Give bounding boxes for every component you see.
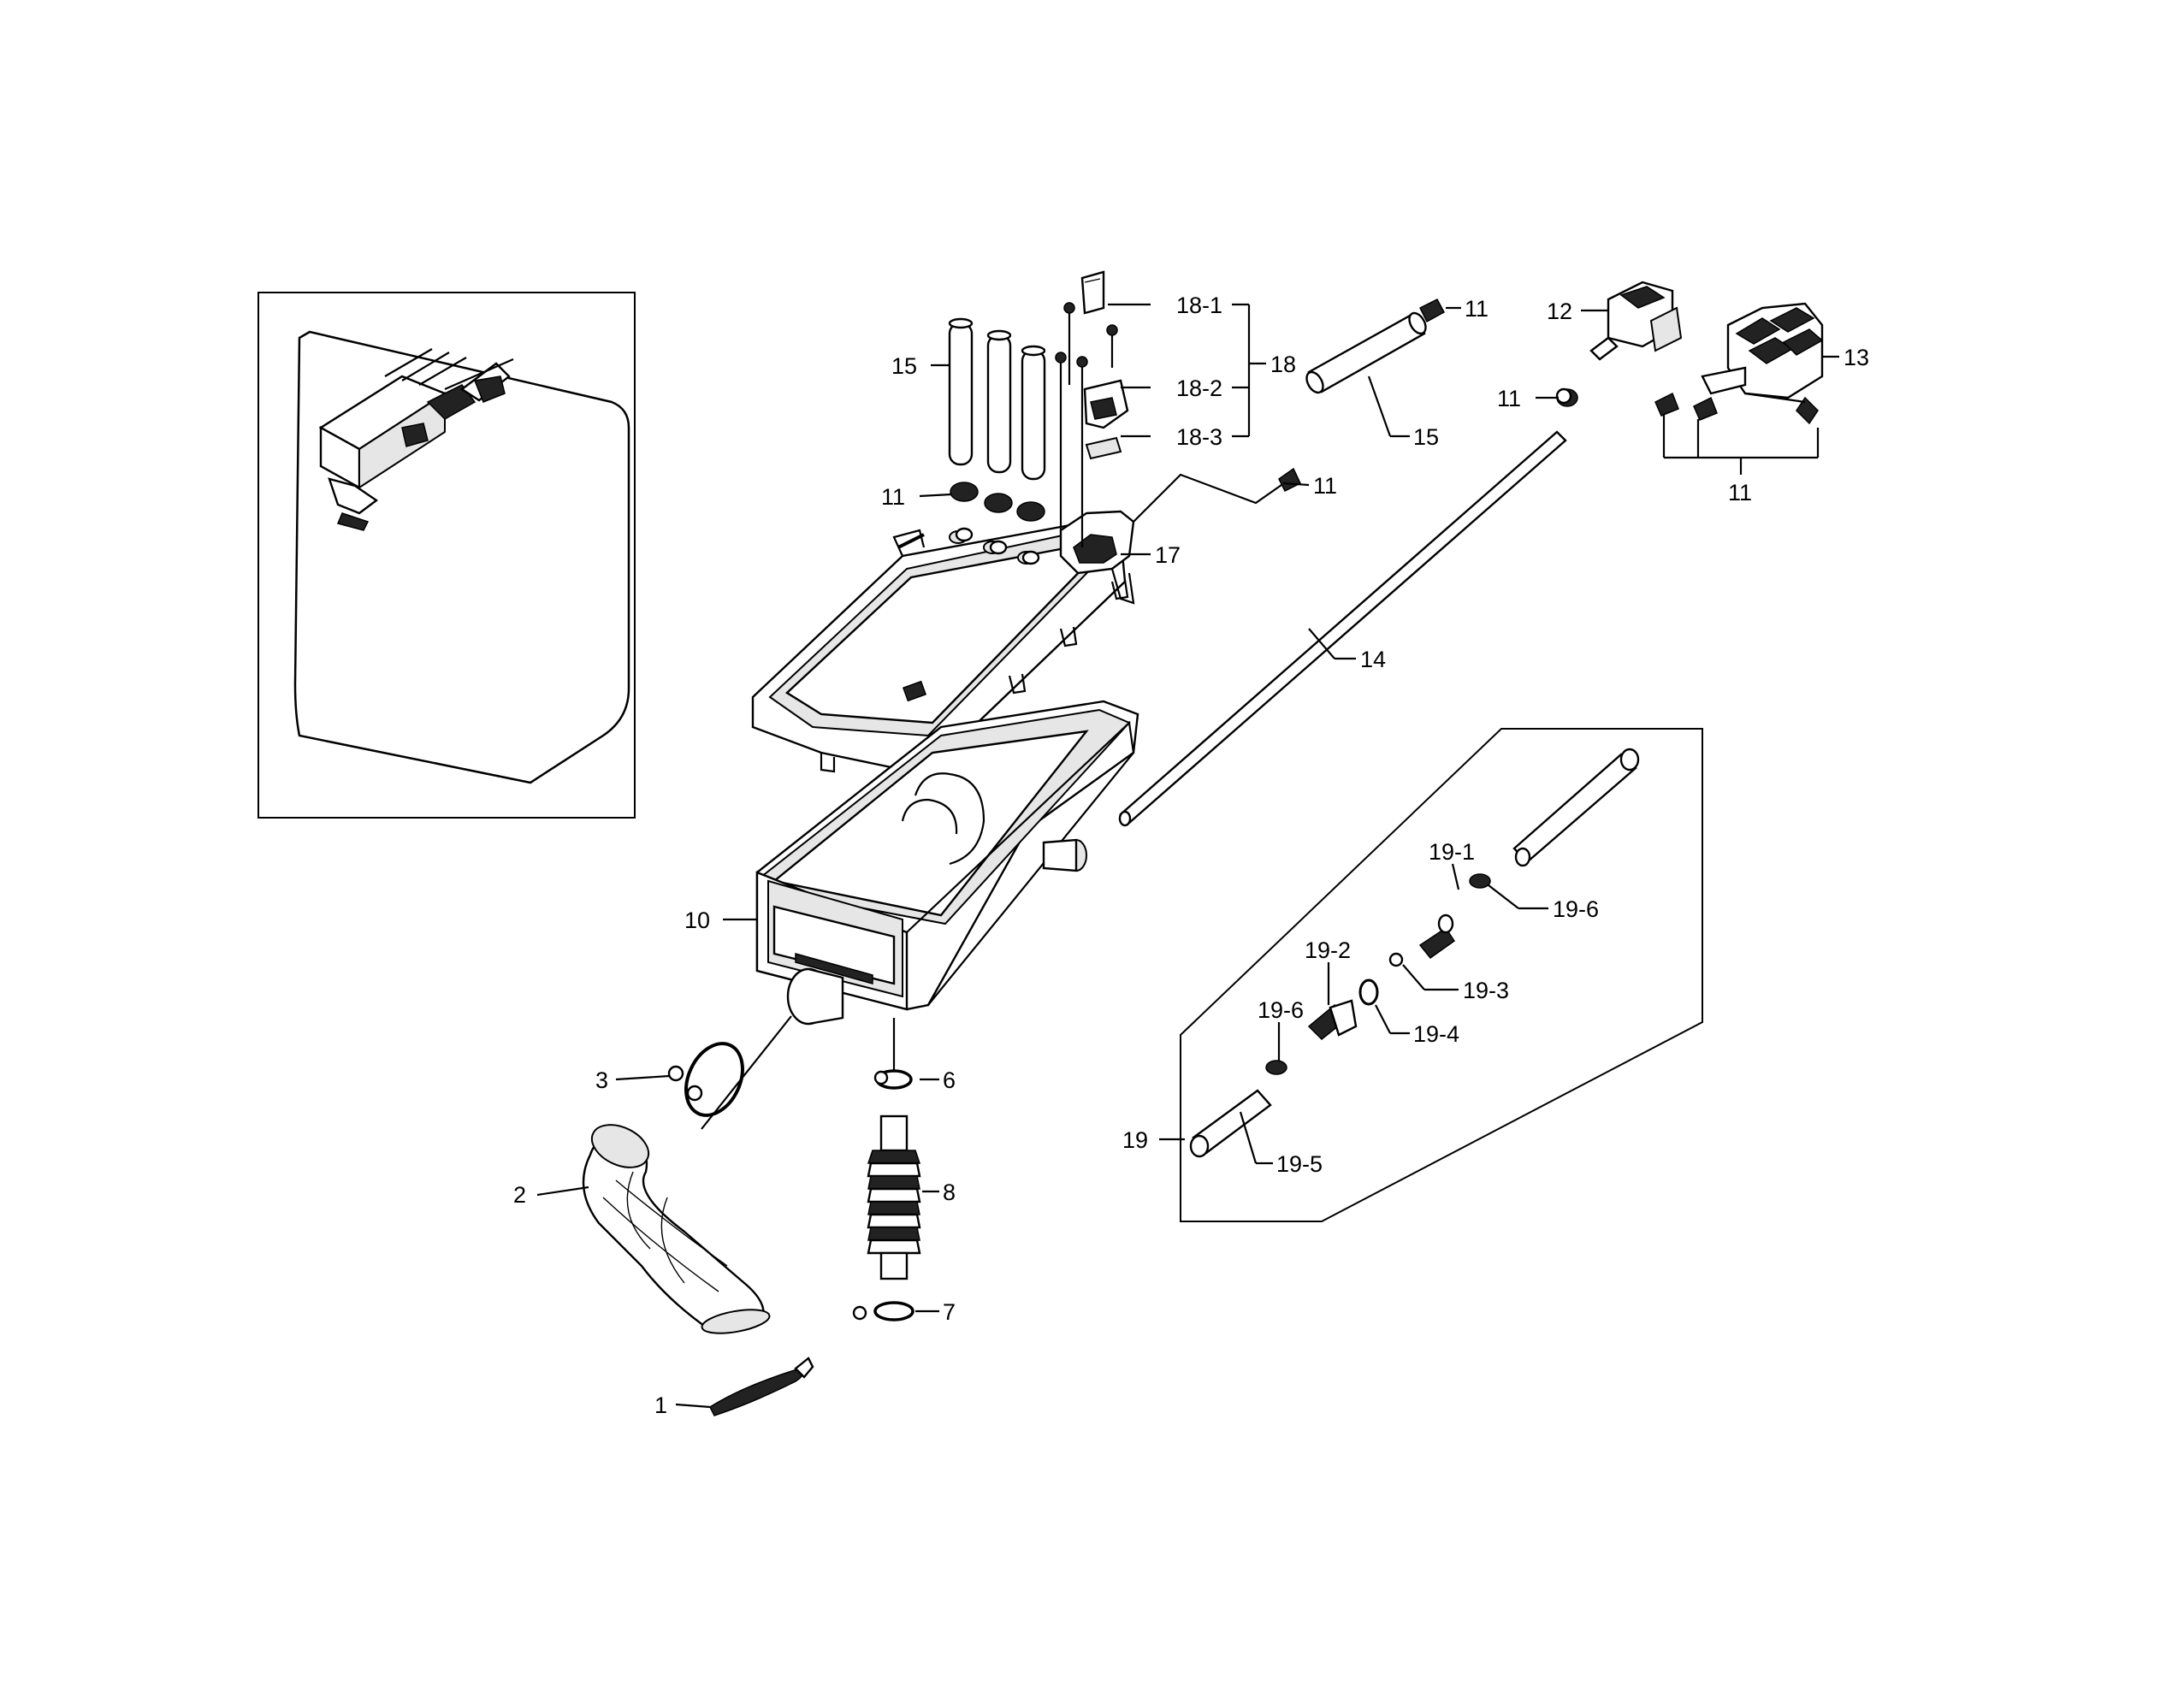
callout-18-1: 18-1	[1176, 293, 1222, 318]
clamp-ring-part-3	[667, 1042, 744, 1117]
callout-11-tube: 11	[1497, 386, 1521, 411]
drain-hose-part-2	[582, 1124, 771, 1334]
callout-18-3: 18-3	[1176, 424, 1222, 450]
callout-11-hoses: 11	[881, 484, 905, 510]
clamp-part-7	[852, 1301, 914, 1321]
callout-12: 12	[1547, 299, 1572, 324]
callout-11-top: 11	[1465, 296, 1489, 322]
callout-1: 1	[654, 1392, 667, 1418]
leader-lines	[536, 303, 1839, 1409]
dispenser-housing-part-10	[755, 700, 1139, 1026]
callout-19-6-left: 19-6	[1258, 997, 1304, 1023]
callout-19: 19	[1122, 1127, 1148, 1153]
callout-10: 10	[684, 908, 710, 933]
callout-11-diag: 11	[1313, 473, 1337, 499]
callout-15-top: 15	[891, 353, 917, 379]
water-valve-part-12	[1556, 281, 1683, 407]
bellows-hose-part-8	[867, 1114, 921, 1280]
callout-17: 17	[1155, 542, 1181, 568]
callout-7: 7	[943, 1299, 956, 1325]
callout-6: 6	[943, 1067, 956, 1093]
callout-19-2: 19-2	[1305, 937, 1351, 963]
clamp-part-11-tube-top	[1555, 387, 1572, 405]
callout-19-3: 19-3	[1463, 978, 1509, 1003]
callout-labels: 1 2 3 6 7 8 10 11 11 11 11 11 12 13 14 1…	[513, 293, 1869, 1418]
callout-19-4: 19-4	[1413, 1021, 1459, 1047]
callout-2: 2	[513, 1182, 526, 1208]
callout-19-1: 19-1	[1429, 839, 1475, 865]
callout-18: 18	[1270, 352, 1296, 377]
callout-14: 14	[1360, 647, 1386, 672]
callout-19-5: 19-5	[1276, 1151, 1323, 1177]
tube-part-14	[1118, 430, 1567, 827]
callout-13: 13	[1844, 345, 1869, 370]
sensor-assembly-part-18	[1055, 270, 1129, 547]
clamp-part-11-set	[950, 482, 1045, 565]
clamp-part-1	[709, 1357, 814, 1416]
callout-8: 8	[943, 1180, 956, 1205]
callout-3: 3	[595, 1067, 608, 1093]
callout-18-2: 18-2	[1176, 375, 1222, 401]
kit-box-part-19	[1180, 728, 1703, 1222]
hose-part-15-diagonal	[1278, 299, 1446, 493]
callout-19-6-right: 19-6	[1553, 896, 1599, 922]
dispenser-cover-part-17	[751, 510, 1135, 795]
clamp-part-6	[873, 1069, 913, 1090]
inset-overview	[257, 292, 636, 819]
water-valve-part-13	[1654, 302, 1824, 425]
hose-part-15-vertical	[948, 317, 1046, 481]
callout-11-valves: 11	[1728, 480, 1752, 506]
callout-15-diag: 15	[1413, 424, 1439, 450]
